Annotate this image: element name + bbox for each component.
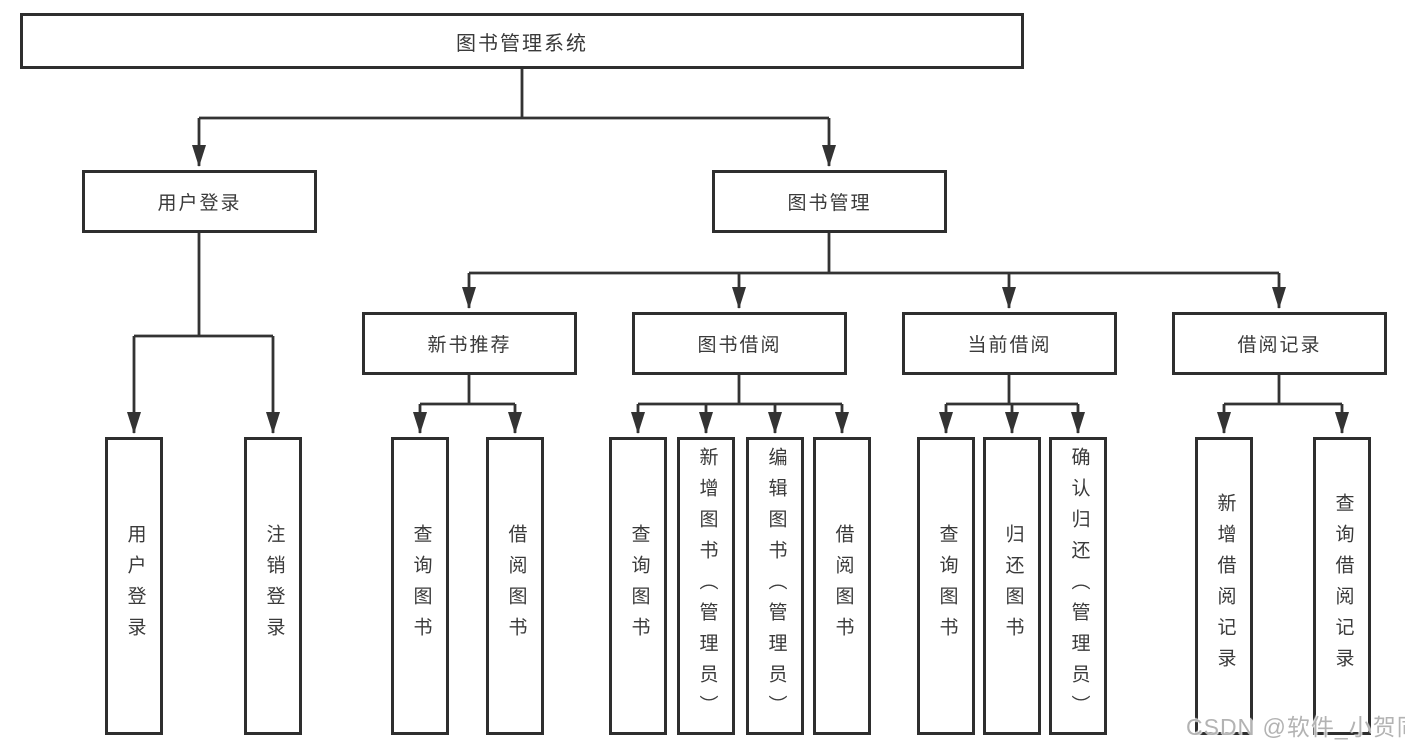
leaf-logout: 注销登录 — [244, 437, 302, 735]
leaf-return-books: 归还图书 — [983, 437, 1041, 735]
leaf-borrow-books: 借阅图书 — [813, 437, 871, 735]
node-book-management: 图书管理 — [712, 170, 947, 233]
node-book-borrowing: 图书借阅 — [632, 312, 847, 375]
leaf-add-borrow-record: 新增借阅记录 — [1195, 437, 1253, 735]
leaf-edit-books-admin: 编辑图书（管理员） — [746, 437, 804, 735]
node-current-borrowing: 当前借阅 — [902, 312, 1117, 375]
leaf-add-books-admin: 新增图书（管理员） — [677, 437, 735, 735]
leaf-query-books-borrow: 查询图书 — [609, 437, 667, 735]
leaf-query-borrow-record: 查询借阅记录 — [1313, 437, 1371, 735]
leaf-confirm-return-admin: 确认归还（管理员） — [1049, 437, 1107, 735]
node-new-book-recommendation: 新书推荐 — [362, 312, 577, 375]
node-borrowing-records: 借阅记录 — [1172, 312, 1387, 375]
leaf-query-books-recommend: 查询图书 — [391, 437, 449, 735]
node-user-login: 用户登录 — [82, 170, 317, 233]
node-root-library-system: 图书管理系统 — [20, 13, 1024, 69]
leaf-borrow-books-recommend: 借阅图书 — [486, 437, 544, 735]
leaf-query-books-current: 查询图书 — [917, 437, 975, 735]
leaf-user-login: 用户登录 — [105, 437, 163, 735]
